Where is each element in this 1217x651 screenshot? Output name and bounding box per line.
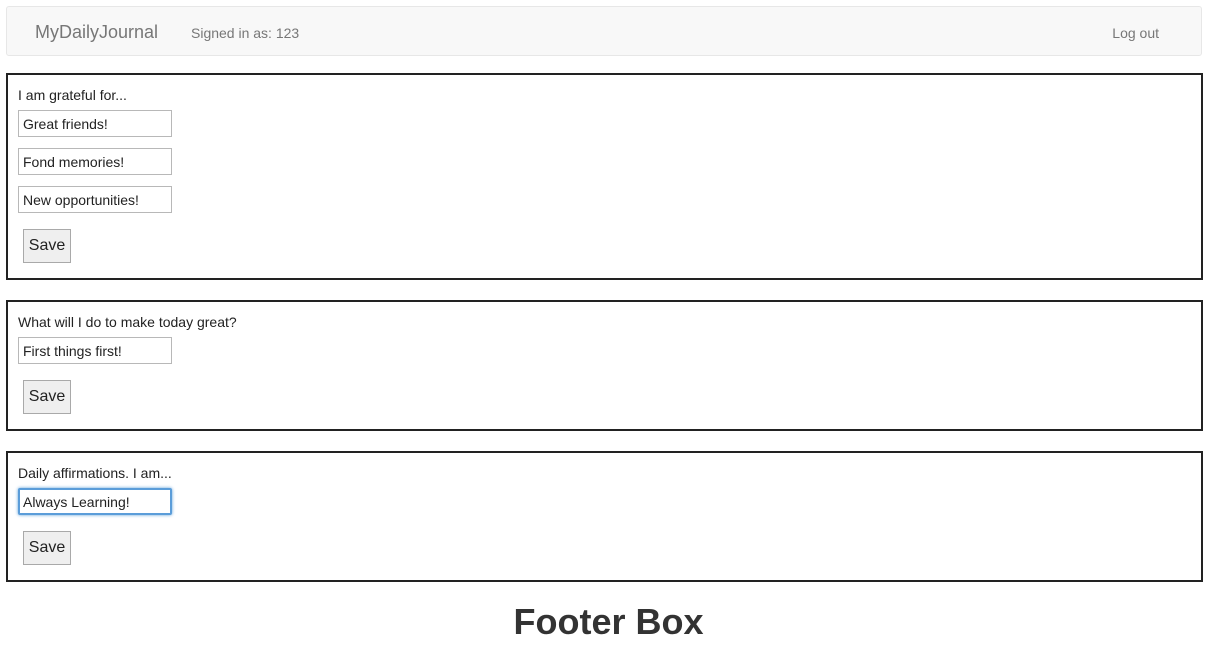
affirmations-input-1[interactable] [18, 488, 172, 515]
navbar: MyDailyJournal Signed in as: 123 Log out [6, 6, 1202, 56]
today-great-panel: What will I do to make today great? Save [6, 300, 1203, 431]
affirmations-save-button[interactable]: Save [23, 531, 71, 565]
footer-title: Footer Box [513, 601, 704, 642]
today-great-save-button[interactable]: Save [23, 380, 71, 414]
logout-link[interactable]: Log out [1112, 25, 1159, 41]
gratitude-save-button[interactable]: Save [23, 229, 71, 263]
today-great-label: What will I do to make today great? [18, 314, 237, 330]
gratitude-input-2[interactable] [18, 148, 172, 175]
today-great-input-1[interactable] [18, 337, 172, 364]
affirmations-panel: Daily affirmations. I am... Save [6, 451, 1203, 582]
gratitude-input-1[interactable] [18, 110, 172, 137]
brand-link[interactable]: MyDailyJournal [35, 22, 159, 42]
affirmations-label: Daily affirmations. I am... [18, 465, 172, 481]
gratitude-input-3[interactable] [18, 186, 172, 213]
gratitude-panel: I am grateful for... Save [6, 73, 1203, 280]
gratitude-label: I am grateful for... [18, 87, 127, 103]
signed-in-text: Signed in as: 123 [191, 25, 300, 41]
